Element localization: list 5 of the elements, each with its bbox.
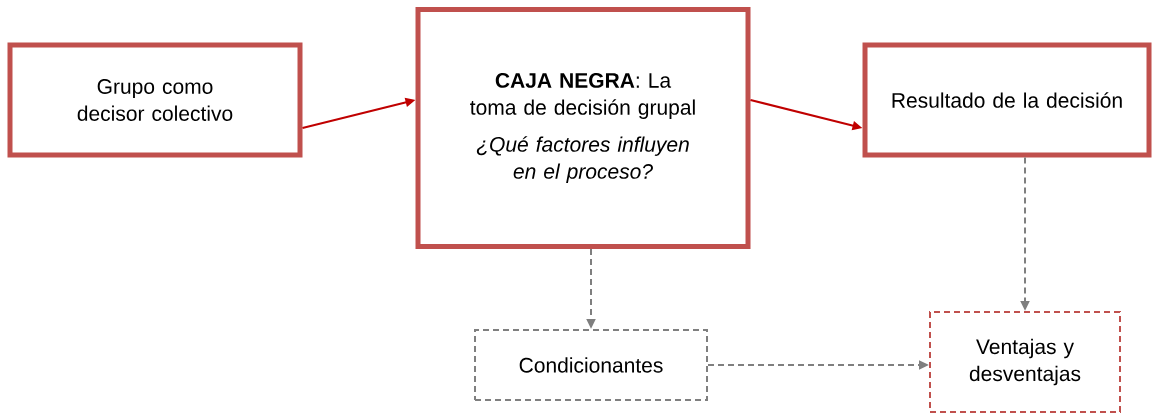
- dashed-box: Condicionantes: [474, 329, 708, 401]
- process-box: Grupo como decisor colectivo: [7, 42, 303, 158]
- process-box: Resultado de la decisión: [862, 42, 1152, 158]
- dashed-box: Ventajas y desventajas: [929, 311, 1121, 413]
- process-box: CAJA NEGRA: La toma de decisión grupal ¿Qué factores influyen en el proceso?: [415, 7, 751, 249]
